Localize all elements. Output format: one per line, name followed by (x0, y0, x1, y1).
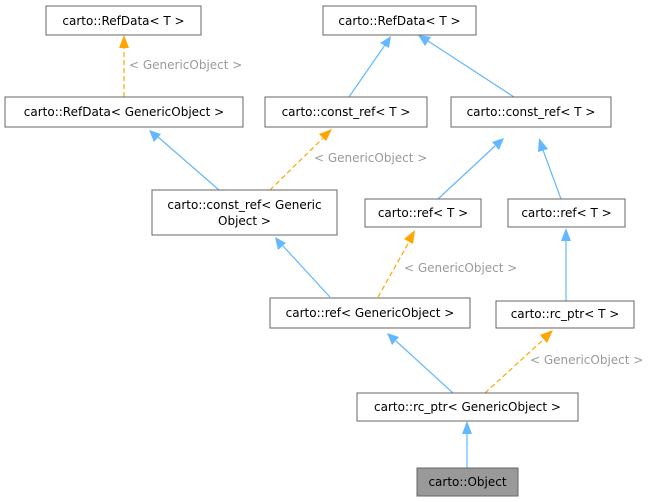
node-label: carto::RefData< T > (338, 14, 460, 28)
edge-label-ref-generic: < GenericObject > (404, 261, 517, 275)
node-ref-t-right[interactable]: carto::ref< T > (507, 198, 626, 228)
node-label: carto::ref< T > (521, 206, 611, 220)
node-label: carto::const_ref< T > (282, 105, 411, 119)
edge-inherit-const-ref-mid-refdata (348, 36, 391, 98)
node-refdata-t-right[interactable]: carto::RefData< T > (322, 5, 477, 36)
edge-template-rc-ptr (484, 330, 553, 394)
edge-inherit-ref-generic-const-ref-generic (275, 237, 331, 298)
node-label-line2: Object > (218, 214, 271, 228)
edge-template-ref (377, 230, 415, 298)
node-rc-ptr-t[interactable]: carto::rc_ptr< T > (495, 300, 635, 329)
node-label: carto::ref< T > (378, 206, 468, 220)
edge-label-const-ref-generic: < GenericObject > (314, 151, 427, 165)
edge-template-const-ref (269, 129, 332, 191)
edge-inherit-rc-ptr-generic-ref-generic (387, 333, 454, 394)
node-const-ref-t-mid[interactable]: carto::const_ref< T > (264, 96, 428, 128)
edge-inherit-ref-right-const-ref (538, 138, 562, 200)
edge-inherit-const-ref-right-refdata (418, 35, 515, 98)
node-label: carto::RefData< GenericObject > (24, 105, 224, 119)
node-label: carto::RefData< T > (62, 14, 184, 28)
node-const-ref-generic[interactable]: carto::const_ref< Generic Object > (151, 189, 338, 236)
node-label-line1: carto::const_ref< Generic (167, 198, 321, 212)
node-const-ref-t-right[interactable]: carto::const_ref< T > (450, 96, 612, 128)
edge-inherit-object-rc-ptr-generic (462, 421, 472, 468)
node-label: carto::Object (428, 475, 506, 489)
edge-inherit-ref-mid-const-ref (437, 138, 504, 200)
edge-template-refdata (119, 35, 129, 97)
node-refdata-t-left[interactable]: carto::RefData< T > (45, 5, 202, 36)
node-label: carto::rc_ptr< GenericObject > (374, 400, 561, 414)
node-label: carto::rc_ptr< T > (511, 307, 620, 321)
node-rc-ptr-generic[interactable]: carto::rc_ptr< GenericObject > (356, 392, 579, 422)
node-ref-t-mid[interactable]: carto::ref< T > (364, 198, 482, 228)
node-label: carto::ref< GenericObject > (286, 306, 455, 320)
edge-label-rc-ptr-generic: < GenericObject > (530, 353, 643, 367)
edge-label-refdata-generic: < GenericObject > (129, 58, 242, 72)
node-ref-generic[interactable]: carto::ref< GenericObject > (269, 297, 471, 329)
edge-inherit-rc-ptr-ref (561, 228, 571, 301)
node-label: carto::const_ref< T > (467, 105, 596, 119)
node-refdata-generic[interactable]: carto::RefData< GenericObject > (4, 96, 244, 128)
node-object[interactable]: carto::Object (416, 467, 519, 497)
edge-inherit-const-ref-generic-refdata (149, 130, 220, 191)
